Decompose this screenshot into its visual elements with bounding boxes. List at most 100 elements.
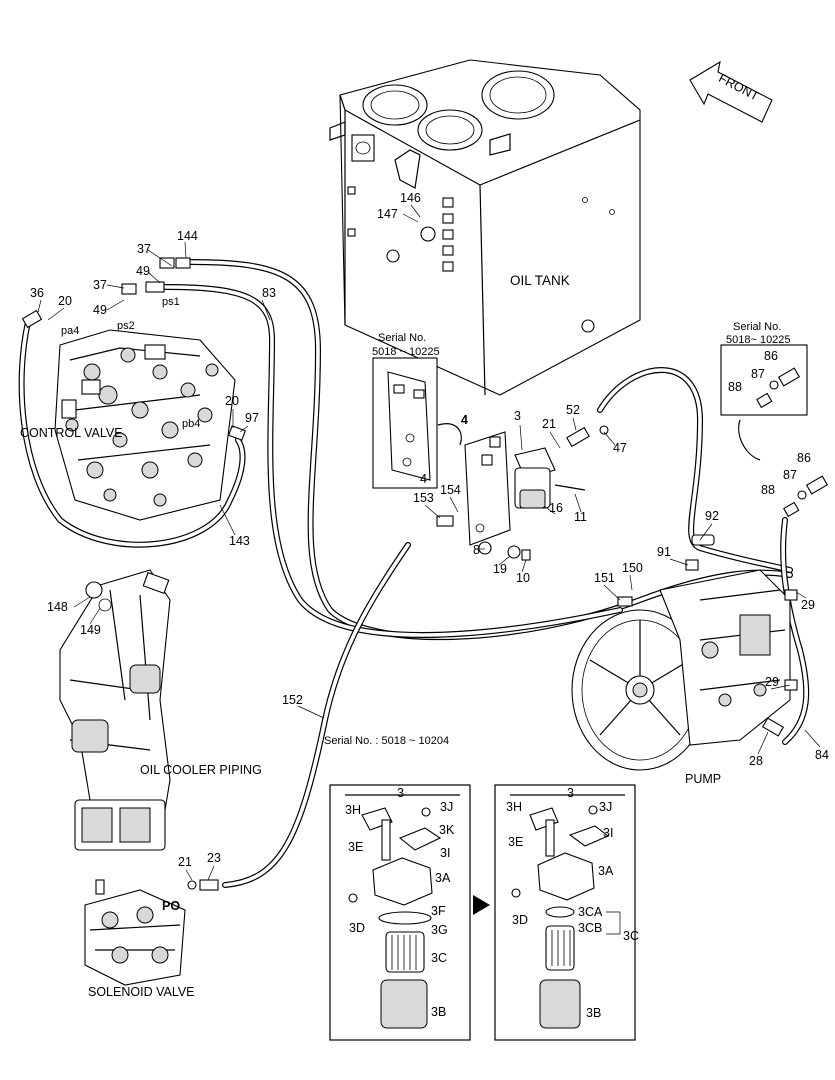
callout-92: 92 xyxy=(705,509,719,523)
filter-right-3d: 3D xyxy=(512,913,528,927)
callout-88: 88 xyxy=(761,483,775,497)
oil-tank-title: OIL TANK xyxy=(510,273,570,288)
callout-148: 148 xyxy=(47,600,68,614)
filter-right-3i: 3I xyxy=(603,826,613,840)
filter-right-3b: 3B xyxy=(586,1006,601,1020)
solenoid-valve: PO SOLENOID VALVE xyxy=(84,879,219,999)
callout-49: 49 xyxy=(136,264,150,278)
filter-left-3g: 3G xyxy=(431,923,448,937)
callout-154: 154 xyxy=(440,483,461,497)
callout-20: 20 xyxy=(58,294,72,308)
callout-10: 10 xyxy=(516,571,530,585)
callout-143: 143 xyxy=(229,534,250,548)
callout-29: 29 xyxy=(801,598,815,612)
serial-filter-line: Serial No. : 5018 ~ 10204 xyxy=(324,735,449,747)
solenoid-valve-title: SOLENOID VALVE xyxy=(88,985,195,999)
callout-19: 19 xyxy=(493,562,507,576)
callout-88: 88 xyxy=(728,380,742,394)
filter-left-3j: 3J xyxy=(440,800,453,814)
filter-right-3cb: 3CB xyxy=(578,921,602,935)
callout-36: 36 xyxy=(30,286,44,300)
callout-87: 87 xyxy=(751,367,765,381)
callout-153: 153 xyxy=(413,491,434,505)
callout-37: 37 xyxy=(137,242,151,256)
filter-right-3j: 3J xyxy=(599,800,612,814)
callout-87: 87 xyxy=(783,468,797,482)
callout-91: 91 xyxy=(657,545,671,559)
pump-fittings-right xyxy=(783,475,829,518)
filter-right-num: 3 xyxy=(567,786,574,800)
serial-fitting-line2: 5018~ 10225 xyxy=(726,334,791,346)
control-valve-title: CONTROL VALVE xyxy=(20,426,123,440)
filter-right-3h: 3H xyxy=(506,800,522,814)
callout-11: 11 xyxy=(574,510,587,524)
filter-left-3e: 3E xyxy=(348,840,363,854)
filter-left-3f: 3F xyxy=(431,904,446,918)
filter-left-3d: 3D xyxy=(349,921,365,935)
port-pa4: pa4 xyxy=(61,325,79,337)
callout-84: 84 xyxy=(815,748,829,762)
filter-left-3c: 3C xyxy=(431,951,447,965)
serial-bracket-line1: Serial No. xyxy=(378,332,426,344)
pump-title: PUMP xyxy=(685,772,721,786)
filter-left-3b: 3B xyxy=(431,1005,446,1019)
callout-28: 28 xyxy=(749,754,763,768)
filter-left-3i: 3I xyxy=(440,846,450,860)
callout-29: 29 xyxy=(765,675,779,689)
callout-52: 52 xyxy=(566,403,580,417)
callout-144: 144 xyxy=(177,229,198,243)
callout-150: 150 xyxy=(622,561,643,575)
callout-37: 37 xyxy=(93,278,107,292)
filter-left-3k: 3K xyxy=(439,823,455,837)
front-arrow: FRONT xyxy=(689,60,773,123)
serial-box-fitting: Serial No. 5018~ 10225 xyxy=(720,321,808,416)
filter-right-3e: 3E xyxy=(508,835,523,849)
callout-21: 21 xyxy=(542,417,556,431)
callout-4: 4 xyxy=(461,413,468,427)
callout-3: 3 xyxy=(514,409,521,423)
callout-97: 97 xyxy=(245,411,259,425)
filter-right-3c: 3C xyxy=(623,929,639,943)
callout-47: 47 xyxy=(613,441,627,455)
callout-83: 83 xyxy=(262,286,276,300)
oil-cooler-piping: OIL COOLER PIPING xyxy=(59,569,262,851)
filter-right-3a: 3A xyxy=(598,864,614,878)
callout-147: 147 xyxy=(377,207,398,221)
filter-box-right: 3 3H 3J 3E 3I 3A 3D 3CA 3CB 3C 3B xyxy=(494,784,639,1041)
oil-cooler-title: OIL COOLER PIPING xyxy=(140,763,262,777)
callout-151: 151 xyxy=(594,571,615,585)
port-ps1: ps1 xyxy=(162,296,180,308)
port-ps2: ps2 xyxy=(117,320,135,332)
serial-fitting-line1: Serial No. xyxy=(733,321,781,333)
callout-21: 21 xyxy=(178,855,192,869)
callout-86: 86 xyxy=(797,451,811,465)
filter-left-3a: 3A xyxy=(435,871,451,885)
po-label: PO xyxy=(162,899,180,913)
revision-arrow xyxy=(473,895,490,915)
filter-left-num: 3 xyxy=(397,786,404,800)
callout-49: 49 xyxy=(93,303,107,317)
bracket-arrow xyxy=(437,423,462,446)
serial-box-bracket: Serial No. 5018 ~ 10225 4 xyxy=(372,332,440,489)
callout-152: 152 xyxy=(282,693,303,707)
serial-bracket-line2: 5018 ~ 10225 xyxy=(372,346,440,358)
filter-right-3ca: 3CA xyxy=(578,905,603,919)
callout-146: 146 xyxy=(400,191,421,205)
control-valve: CONTROL VALVE pa4 ps2 ps1 pb4 xyxy=(20,257,246,521)
line-filter-assembly xyxy=(436,425,609,561)
callout-20: 20 xyxy=(225,394,239,408)
filter-left-3h: 3H xyxy=(345,803,361,817)
fitting-arrow xyxy=(738,419,761,461)
callout-149: 149 xyxy=(80,623,101,637)
oil-tank: OIL TANK xyxy=(329,59,641,396)
callout-16: 16 xyxy=(549,501,563,515)
filter-box-left: Serial No. : 5018 ~ 10204 3 3H 3J 3K 3E … xyxy=(324,735,471,1041)
callout-86: 86 xyxy=(764,349,778,363)
pump: PUMP xyxy=(571,534,798,786)
callout-8: 8 xyxy=(473,543,480,557)
callout-4-box: 4 xyxy=(420,472,427,486)
hose-lines xyxy=(18,259,810,888)
callout-labels: 37 144 49 37 49 83 36 20 20 97 143 146 1… xyxy=(30,191,829,869)
leader-lines xyxy=(37,204,821,881)
